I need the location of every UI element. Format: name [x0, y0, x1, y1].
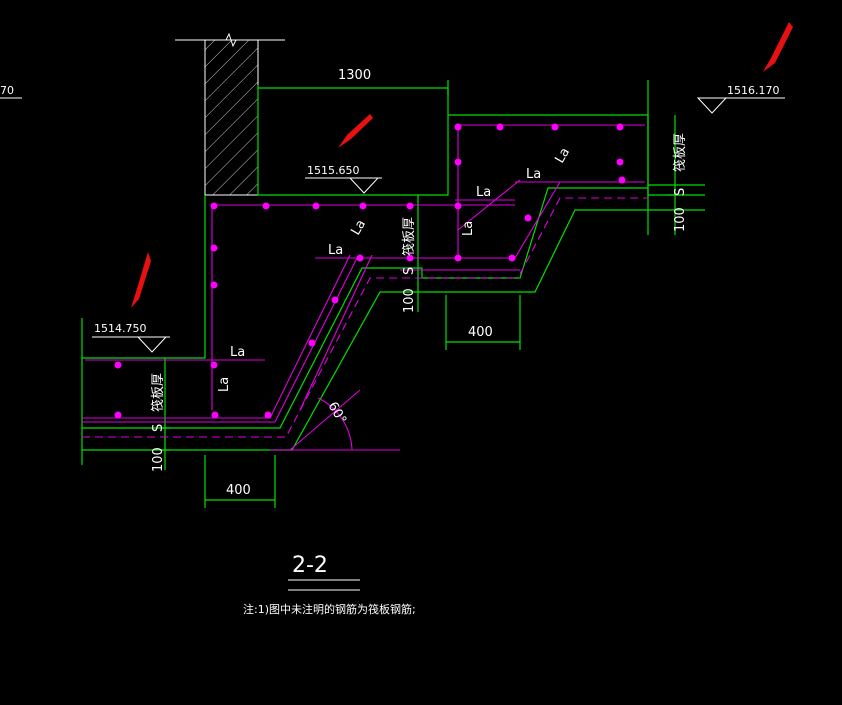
elevation-markers — [0, 97, 785, 353]
elev-middle: 1515.650 — [307, 164, 360, 177]
note-text: 注:1)图中未注明的钢筋为筏板钢筋; — [243, 602, 416, 616]
label-raft-right: 筏板厚 — [672, 133, 688, 172]
label-la-7: La — [526, 167, 541, 182]
label-la-3: La — [328, 243, 343, 258]
red-arrows — [131, 22, 793, 308]
elev-left: 1514.750 — [94, 322, 147, 335]
label-raft-mid: 筏板厚 — [401, 217, 417, 256]
dim-right-step: 100 — [673, 207, 688, 232]
arrow-icon — [338, 114, 373, 148]
elev-far-left-partial: 70 — [0, 84, 14, 97]
dim-left-s: S — [151, 424, 166, 432]
label-la-5: La — [461, 221, 476, 236]
label-la-2: La — [217, 377, 232, 392]
concrete-outline — [81, 80, 705, 470]
dim-bottom-left: 400 — [226, 483, 251, 498]
dim-mid-s: S — [402, 267, 417, 275]
elev-right: 1516.170 — [727, 84, 780, 97]
arrow-icon — [763, 22, 793, 72]
label-la-8: La — [552, 145, 573, 166]
dashed-lines — [82, 197, 648, 438]
hatched-wall — [175, 32, 285, 196]
dimension-lines — [204, 115, 683, 508]
label-la-4: La — [348, 217, 369, 238]
rebar-lines — [82, 124, 645, 451]
dim-mid-step: 100 — [402, 288, 417, 313]
arrow-icon — [131, 252, 151, 308]
section-title: 2-2 — [292, 553, 328, 578]
angle-arc — [317, 397, 353, 451]
label-la-1: La — [230, 345, 245, 360]
dim-right-s: S — [673, 188, 688, 196]
dim-left-step: 100 — [151, 447, 166, 472]
label-la-6: La — [476, 185, 491, 200]
label-raft-left: 筏板厚 — [150, 373, 166, 412]
dim-bottom-mid: 400 — [468, 325, 493, 340]
rebar-dots — [114, 123, 626, 419]
dim-top-width: 1300 — [338, 68, 371, 83]
